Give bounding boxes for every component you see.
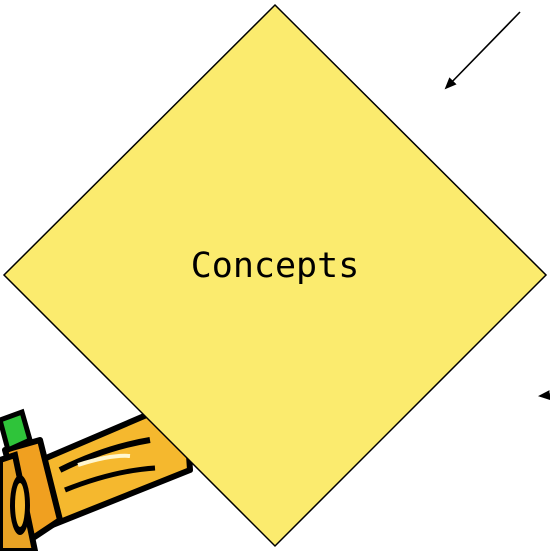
concepts-label: Concepts xyxy=(191,246,360,286)
concepts-diamond xyxy=(2,3,548,548)
arrow-top-right xyxy=(444,11,521,90)
arrow-right xyxy=(538,390,550,401)
pencil-clipart xyxy=(0,402,193,551)
